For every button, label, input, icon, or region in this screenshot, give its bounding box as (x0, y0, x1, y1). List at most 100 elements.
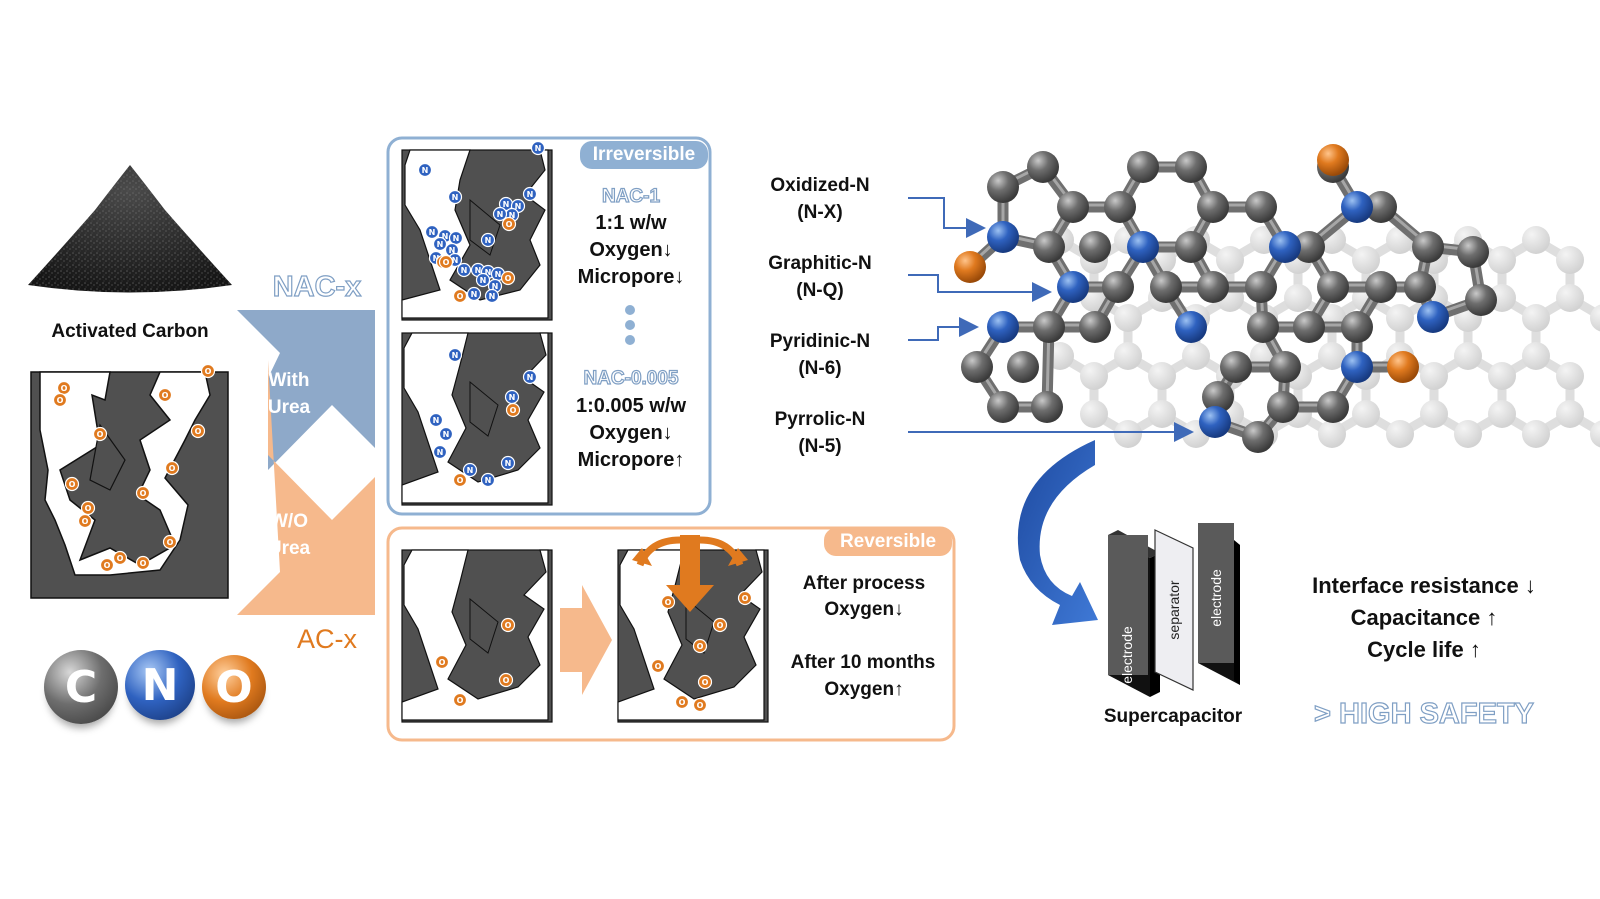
oxygen-site: O (697, 674, 713, 690)
svg-text:N: N (452, 256, 459, 265)
activated-carbon-label: Activated Carbon (51, 321, 209, 342)
oxidized-n-name: Oxidized-N (770, 175, 870, 196)
nitrogen-site: N (522, 186, 538, 202)
nitrogen-type-pointers (908, 197, 1194, 442)
svg-text:N: N (429, 228, 436, 237)
svg-text:N: N (485, 268, 492, 277)
to-supercapacitor-arrow (1017, 440, 1098, 625)
oxygen-site: O (164, 460, 180, 476)
electrode-right-label: electrode (1208, 569, 1224, 627)
carbon-atoms (961, 151, 1497, 453)
nac0005-name: NAC-0.005 (583, 367, 679, 389)
svg-text:O: O (697, 642, 704, 651)
pyridinic-n-label: Pyridinic-N (N-6) (748, 328, 892, 382)
cycle-life-result: Cycle life ↑ (1367, 637, 1481, 662)
svg-text:N: N (505, 459, 512, 468)
svg-text:O: O (140, 489, 147, 498)
after-months-oxygen: Oxygen↑ (824, 679, 904, 700)
nitrogen-site: N (522, 369, 538, 385)
svg-text:O: O (503, 676, 510, 685)
nitrogen-site: N (432, 236, 448, 252)
svg-text:N: N (452, 351, 459, 360)
oxygen-site: O (452, 472, 468, 488)
svg-text:N: N (497, 210, 504, 219)
svg-text:O: O (679, 698, 686, 707)
svg-text:N: N (471, 290, 478, 299)
oxygen-site: O (438, 254, 454, 270)
oxygen-site: O (452, 692, 468, 708)
oxygen-site: O (498, 672, 514, 688)
svg-text:O: O (457, 476, 464, 485)
nitrogen-site: N (432, 444, 448, 460)
ac-x-label: AC-x (297, 624, 357, 654)
supercapacitor-device (1108, 523, 1240, 697)
oxygen-site: O (80, 500, 96, 516)
oxygen-site: O (99, 557, 115, 573)
nac1-oxygen: Oxygen↓ (589, 239, 673, 261)
svg-text:O: O (162, 391, 169, 400)
svg-text:O: O (505, 274, 512, 283)
supercapacitor-caption: Supercapacitor (1103, 706, 1243, 727)
oxygen-site: O (135, 485, 151, 501)
svg-text:O: O (505, 621, 512, 630)
nitrogen-site: N (500, 455, 516, 471)
pyridinic-n-name: Pyridinic-N (769, 331, 871, 352)
nitrogen-site: N (480, 232, 496, 248)
svg-text:O: O (104, 561, 111, 570)
oxygen-site: O (157, 387, 173, 403)
svg-text:N: N (527, 190, 534, 199)
svg-text:O: O (655, 662, 662, 671)
without-urea-arrow (237, 360, 375, 615)
graphitic-n-name: Graphitic-N (768, 253, 872, 274)
nitrogen-site: N (484, 288, 500, 304)
activated-carbon-pile (28, 165, 232, 293)
svg-text:O: O (510, 406, 517, 415)
oxygen-element-ball: O (202, 655, 266, 719)
after-months-label: After 10 months (790, 652, 936, 673)
svg-text:N: N (442, 232, 449, 241)
oxygen-site: O (92, 426, 108, 442)
urea-label-upper: Urea (267, 397, 311, 418)
after-process-oxygen: Oxygen↓ (824, 599, 904, 620)
separator-label: separator (1166, 580, 1182, 640)
after-process-label: After process (802, 573, 926, 594)
pyridinic-n-code: (N-6) (798, 358, 842, 379)
svg-text:N: N (509, 393, 516, 402)
oxidized-n-code: (N-X) (797, 202, 843, 223)
svg-text:N: N (535, 144, 542, 153)
svg-text:N: N (433, 416, 440, 425)
nitrogen-site: N (424, 224, 440, 240)
oxygen-site: O (135, 555, 151, 571)
svg-text:O: O (457, 292, 464, 301)
oxygen-site: O (452, 288, 468, 304)
svg-text:N: N (509, 211, 516, 220)
nitrogen-site: N (417, 162, 433, 178)
oxygen-site: O (77, 513, 93, 529)
svg-text:N: N (453, 234, 460, 243)
svg-text:O: O (169, 464, 176, 473)
oxygen-site: O (674, 694, 690, 710)
svg-text:N: N (485, 476, 492, 485)
oxygen-site: O (190, 423, 206, 439)
graphitic-n-label: Graphitic-N (N-Q) (748, 250, 892, 304)
svg-text:N: N (475, 266, 482, 275)
oxygen-site: O (200, 363, 216, 379)
without-urea-label: W/O Urea (250, 508, 328, 562)
oxygen-atoms (954, 144, 1419, 383)
carbon-element-ball: C (44, 650, 118, 724)
nitrogen-site: N (428, 412, 444, 428)
wo-label: W/O (270, 511, 308, 532)
oxygen-site: O (660, 594, 676, 610)
svg-text:O: O (85, 504, 92, 513)
capacitance-result: Capacitance ↑ (1350, 605, 1498, 630)
oxygen-site: O (692, 697, 708, 713)
high-safety-label: > HIGH SAFETY (1313, 697, 1534, 730)
svg-text:N: N (489, 292, 496, 301)
reversible-process-arrow (560, 585, 612, 695)
svg-text:N: N (467, 466, 474, 475)
oxygen-site: O (650, 658, 666, 674)
with-urea-label: With Urea (250, 367, 328, 421)
oxygen-site: O (712, 617, 728, 633)
nitrogen-site: N (462, 462, 478, 478)
